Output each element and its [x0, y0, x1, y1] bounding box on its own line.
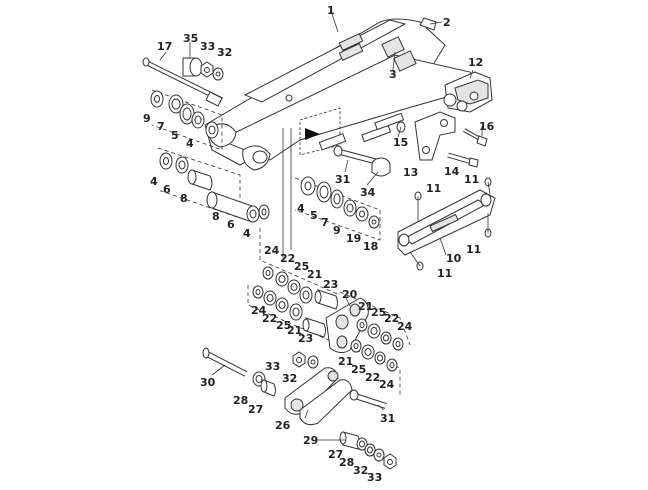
collars-28-27	[252, 371, 276, 397]
link-20	[325, 297, 369, 354]
callout-6: 6	[163, 183, 171, 196]
callout-11: 11	[466, 243, 481, 256]
linkage-bearings-upper	[262, 266, 338, 310]
pivot-hardware-top	[182, 57, 224, 81]
callout-21: 21	[338, 355, 353, 368]
callout-3: 3	[389, 68, 397, 81]
callout-31: 31	[335, 173, 350, 186]
callout-14: 14	[444, 165, 460, 178]
callout-26: 26	[275, 419, 291, 432]
callout-27: 27	[248, 403, 263, 416]
left-lower-bearings	[157, 147, 241, 219]
callout-21: 21	[307, 268, 322, 281]
callout-34: 34	[360, 186, 376, 199]
callout-32: 32	[282, 372, 297, 385]
callout-24: 24	[379, 378, 395, 391]
callout-11: 11	[426, 182, 441, 195]
bolt-31-lower	[349, 389, 387, 409]
callout-18: 18	[363, 240, 378, 253]
callout-4: 4	[150, 175, 158, 188]
callout-13: 13	[403, 166, 418, 179]
callout-23: 23	[323, 278, 338, 291]
bolt-14	[447, 152, 479, 168]
spacer-29	[339, 431, 360, 450]
callout-33: 33	[265, 360, 280, 373]
callout-12: 12	[468, 56, 483, 69]
callout-21: 21	[287, 324, 302, 337]
lower-hardware	[356, 437, 397, 470]
callout-9: 9	[143, 112, 151, 125]
callout-32: 32	[353, 464, 368, 477]
bolt-16	[463, 128, 488, 147]
cap-34	[371, 157, 391, 177]
callout-22: 22	[280, 252, 295, 265]
callout-28: 28	[233, 394, 248, 407]
callout-16: 16	[479, 120, 495, 133]
bolt-30	[202, 347, 248, 377]
callout-22: 22	[365, 371, 380, 384]
linkage-bearings-right-lower	[350, 339, 398, 372]
linkage-bearings-right-upper	[356, 318, 404, 351]
callout-28: 28	[339, 456, 354, 469]
callout-15: 15	[393, 136, 408, 149]
callout-6: 6	[227, 218, 235, 231]
callout-7: 7	[321, 216, 329, 229]
callout-24: 24	[251, 304, 267, 317]
callout-30: 30	[200, 376, 216, 389]
callout-8: 8	[212, 210, 220, 223]
callout-32: 32	[217, 46, 232, 59]
axle-17	[142, 57, 224, 107]
swingarm	[204, 18, 479, 171]
bolt-31-top	[333, 145, 379, 165]
callout-31: 31	[380, 412, 395, 425]
callout-1: 1	[327, 4, 335, 17]
callout-5: 5	[310, 209, 318, 222]
callout-33: 33	[367, 471, 382, 484]
chain-guide-10	[397, 177, 496, 271]
callout-23: 23	[298, 332, 313, 345]
callout-7: 7	[157, 120, 165, 133]
callout-25: 25	[294, 260, 309, 273]
callout-9: 9	[333, 224, 341, 237]
callout-4: 4	[297, 202, 305, 215]
callout-2: 2	[443, 16, 451, 29]
callout-4: 4	[186, 137, 194, 150]
callout-10: 10	[446, 252, 462, 265]
callout-labels: 1 2 3 35 33 32 17 12 9 7 5 4 16 15 13 14…	[143, 4, 495, 484]
leader-lines	[159, 13, 483, 441]
callout-25: 25	[371, 306, 386, 319]
callout-20: 20	[342, 288, 358, 301]
callout-11: 11	[464, 173, 479, 186]
callout-24: 24	[264, 244, 280, 257]
nut-33-middle	[292, 351, 319, 369]
caliper-bracket-12	[443, 71, 493, 113]
callout-29: 29	[303, 434, 318, 447]
callout-22: 22	[384, 312, 399, 325]
callout-4: 4	[243, 227, 251, 240]
callout-5: 5	[171, 129, 179, 142]
callout-19: 19	[346, 232, 361, 245]
callout-17: 17	[157, 40, 172, 53]
callout-21: 21	[358, 300, 373, 313]
callout-11: 11	[437, 267, 452, 280]
callout-24: 24	[397, 320, 413, 333]
right-bearings	[294, 176, 381, 241]
callout-22: 22	[262, 312, 277, 325]
callout-27: 27	[328, 448, 343, 461]
left-upper-bearings	[150, 89, 223, 151]
callout-25: 25	[276, 319, 291, 332]
connecting-rod-26	[284, 367, 353, 426]
linkage-bearings-middle	[252, 285, 326, 338]
callout-8: 8	[180, 192, 188, 205]
callout-25: 25	[351, 363, 366, 376]
bolt-2	[419, 17, 443, 31]
bracket-13	[396, 111, 456, 161]
callout-35: 35	[183, 32, 198, 45]
callout-33: 33	[200, 40, 215, 53]
spacer-8-lower	[206, 191, 270, 223]
